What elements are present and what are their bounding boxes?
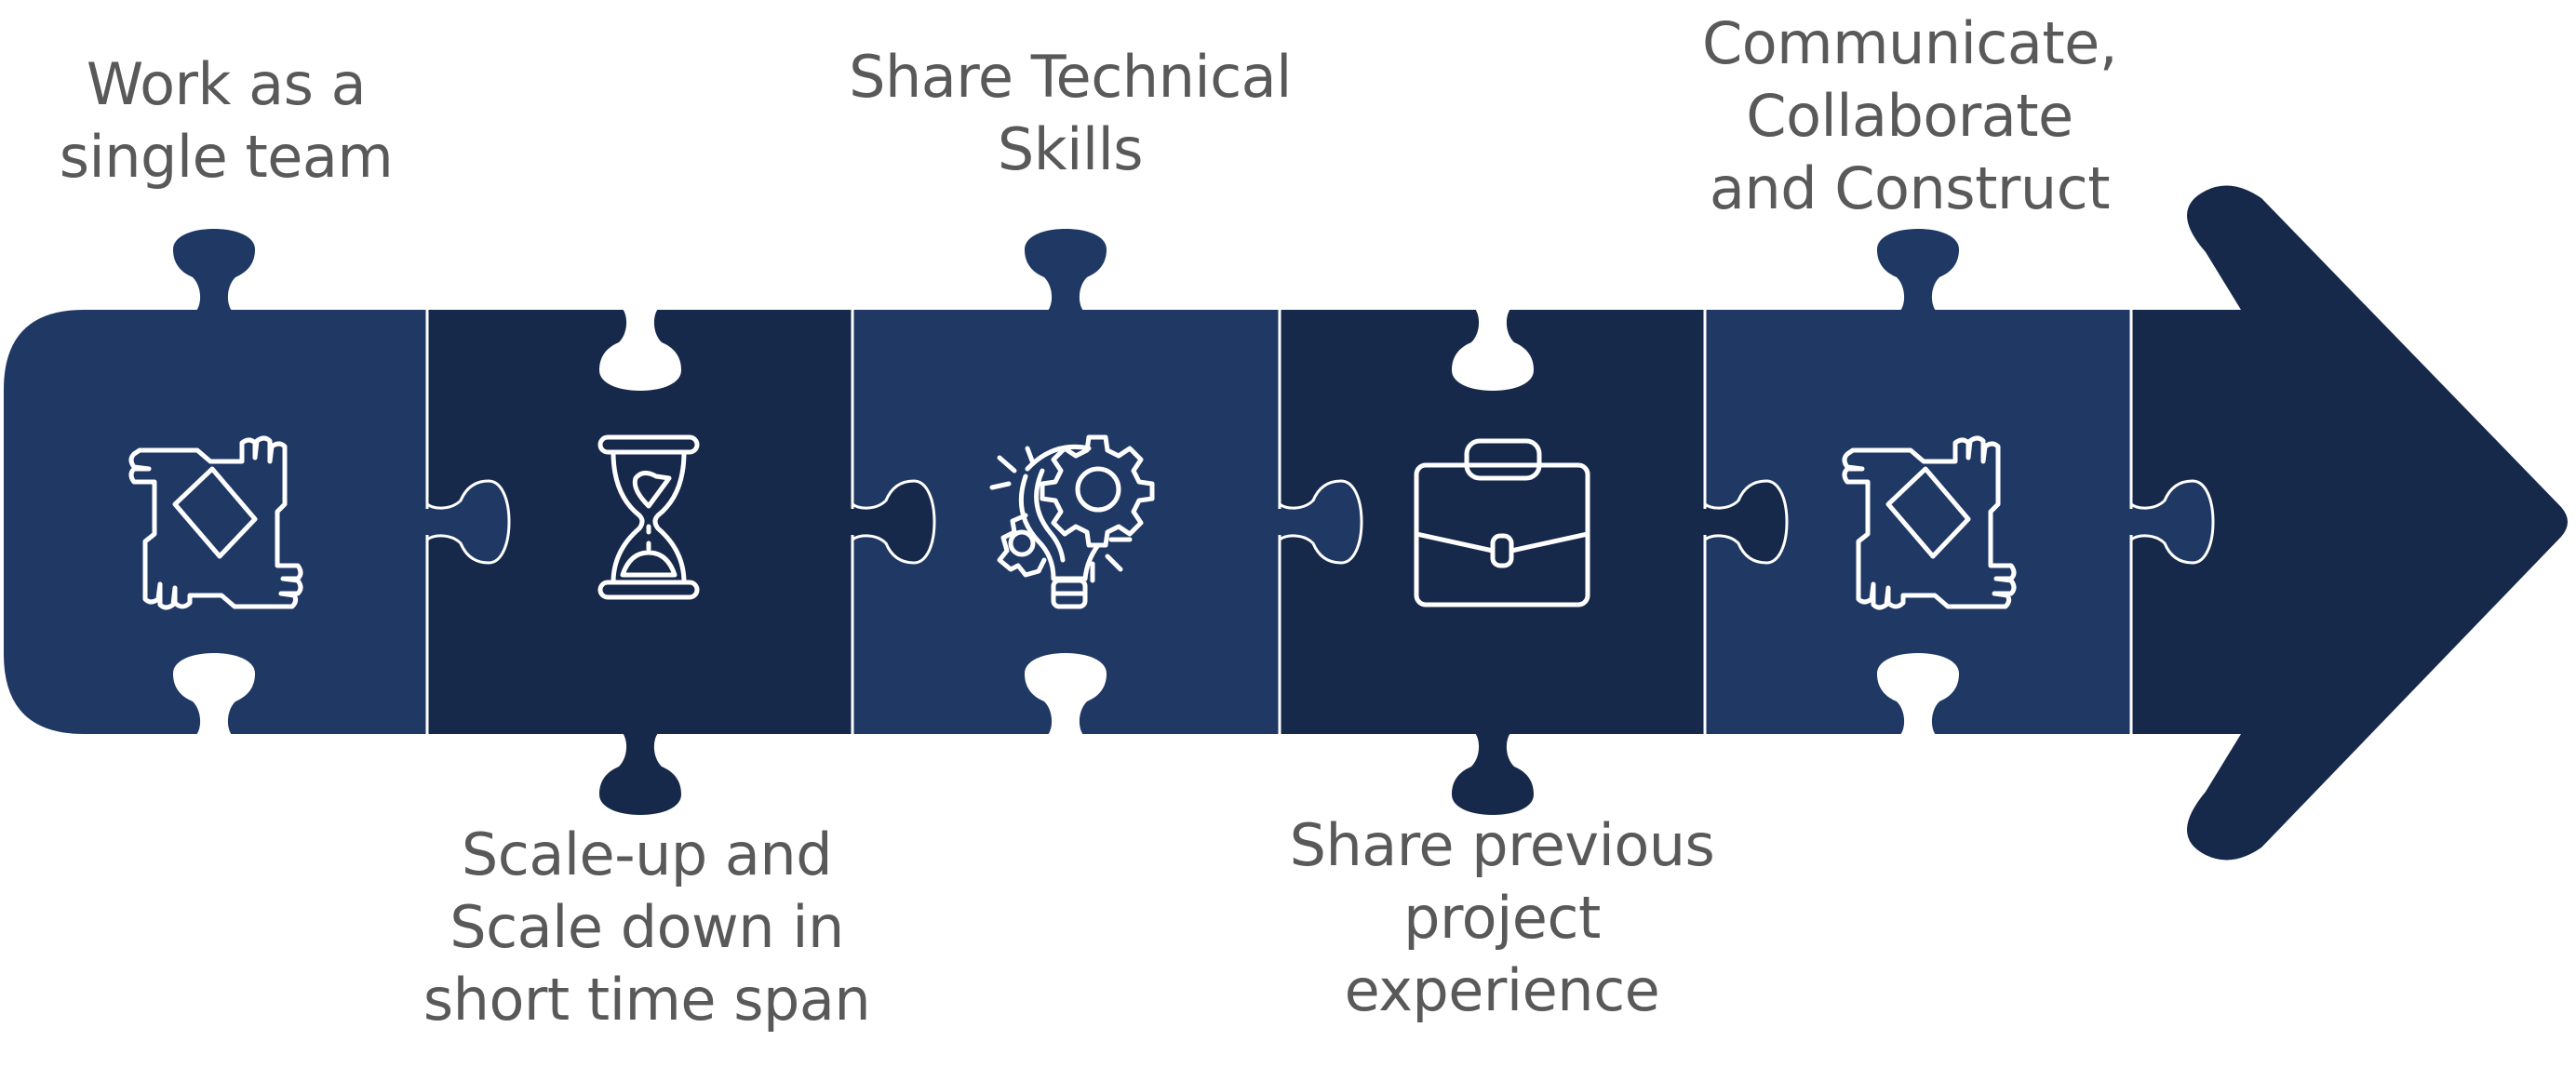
briefcase-icon-part [1414, 531, 1590, 554]
label-line: Scale down in [449, 893, 844, 961]
puzzle-knob-top [1877, 229, 1959, 311]
lightbulb-gears-icon [989, 434, 1155, 609]
puzzle-piece-1 [4, 310, 427, 734]
step-label-scale-up-down: Scale-up and Scale down in short time sp… [423, 819, 871, 1036]
puzzle-notch-bottom [1025, 653, 1107, 735]
lightbulb-gears-icon-part [1008, 529, 1036, 557]
step-icons [128, 434, 2017, 610]
puzzle-piece-5 [1705, 310, 2131, 734]
hourglass-icon-part [620, 550, 678, 578]
puzzle-pieces [4, 185, 2568, 861]
label-line: project [1403, 884, 1601, 952]
briefcase-icon-part [1490, 533, 1514, 568]
hourglass-icon-part [652, 449, 687, 585]
label-line: Collaborate [1746, 82, 2073, 150]
puzzle-notch-bottom [173, 653, 255, 735]
lightbulb-gears-icon-part [1025, 446, 1036, 466]
knob-neck-fill [424, 509, 432, 535]
knob-neck-fill [1702, 509, 1710, 535]
label-line: single team [59, 123, 394, 191]
step-label-share-technical-skills: Share Technical Skills [849, 41, 1292, 186]
label-line: Share Technical [849, 43, 1292, 111]
briefcase-icon [1414, 438, 1590, 607]
puzzle-knob-side [1278, 479, 1363, 565]
label-line: and Construct [1709, 154, 2111, 222]
puzzle-piece-4 [1280, 310, 1705, 734]
briefcase-icon-part [1464, 438, 1542, 481]
knob-neck-fill [2128, 509, 2136, 535]
step-label-work-as-single-team: Work as a single team [60, 48, 394, 194]
hourglass-icon-part [632, 471, 672, 509]
teamwork-hands-icon-part [1842, 435, 2017, 610]
label-line: Share previous [1289, 811, 1715, 879]
teamwork-hands-icon-part [172, 466, 258, 559]
lightbulb-gears-icon-part [997, 455, 1017, 474]
hourglass-icon-part [597, 580, 700, 600]
knob-neck-fill [850, 509, 857, 535]
hourglass-icon-part [610, 449, 645, 585]
lightbulb-gears-icon-part [1105, 554, 1123, 572]
puzzle-knob-bottom [1452, 733, 1534, 815]
puzzle-knob-side [851, 479, 936, 565]
lightbulb-gears-icon-part [1018, 474, 1101, 581]
step-label-share-previous-experience: Share previous project experience [1290, 809, 1715, 1027]
hourglass-icon-part [597, 434, 700, 455]
puzzle-notch-bottom [1877, 653, 1959, 735]
teamwork-hands-icon [1842, 435, 2017, 610]
teamwork-hands-icon [128, 435, 303, 610]
label-line: Scale-up and [461, 821, 833, 888]
puzzle-knob-side [425, 479, 511, 565]
puzzle-notch-top [599, 309, 681, 391]
lightbulb-gears-icon-part [997, 513, 1047, 578]
lightbulb-gears-icon-part [1034, 468, 1066, 563]
puzzle-knob-top [1025, 229, 1107, 311]
teamwork-hands-icon-part [128, 435, 303, 610]
step-label-communicate-collaborate-construct: Communicate, Collaborate and Construct [1701, 7, 2118, 225]
arrowhead [2131, 185, 2568, 861]
puzzle-notch-top [1452, 309, 1534, 391]
label-line: Skills [997, 115, 1144, 183]
puzzle-piece-3 [852, 310, 1280, 734]
label-line: experience [1344, 956, 1660, 1024]
lightbulb-gears-icon-part [1040, 434, 1155, 548]
label-line: short time span [423, 966, 871, 1034]
puzzle-knob-side [2129, 479, 2215, 565]
puzzle-knob-side [1703, 479, 1789, 565]
lightbulb-gears-icon-part [1075, 466, 1121, 513]
lightbulb-gears-icon-part [989, 481, 1012, 490]
hourglass-icon [597, 434, 700, 600]
teamwork-hands-icon-part [1885, 466, 1971, 559]
puzzle-knob-bottom [599, 733, 681, 815]
label-line: Work as a [86, 50, 367, 118]
puzzle-knob-top [173, 229, 255, 311]
label-line: Communicate, [1701, 9, 2118, 77]
knob-neck-fill [1277, 509, 1284, 535]
